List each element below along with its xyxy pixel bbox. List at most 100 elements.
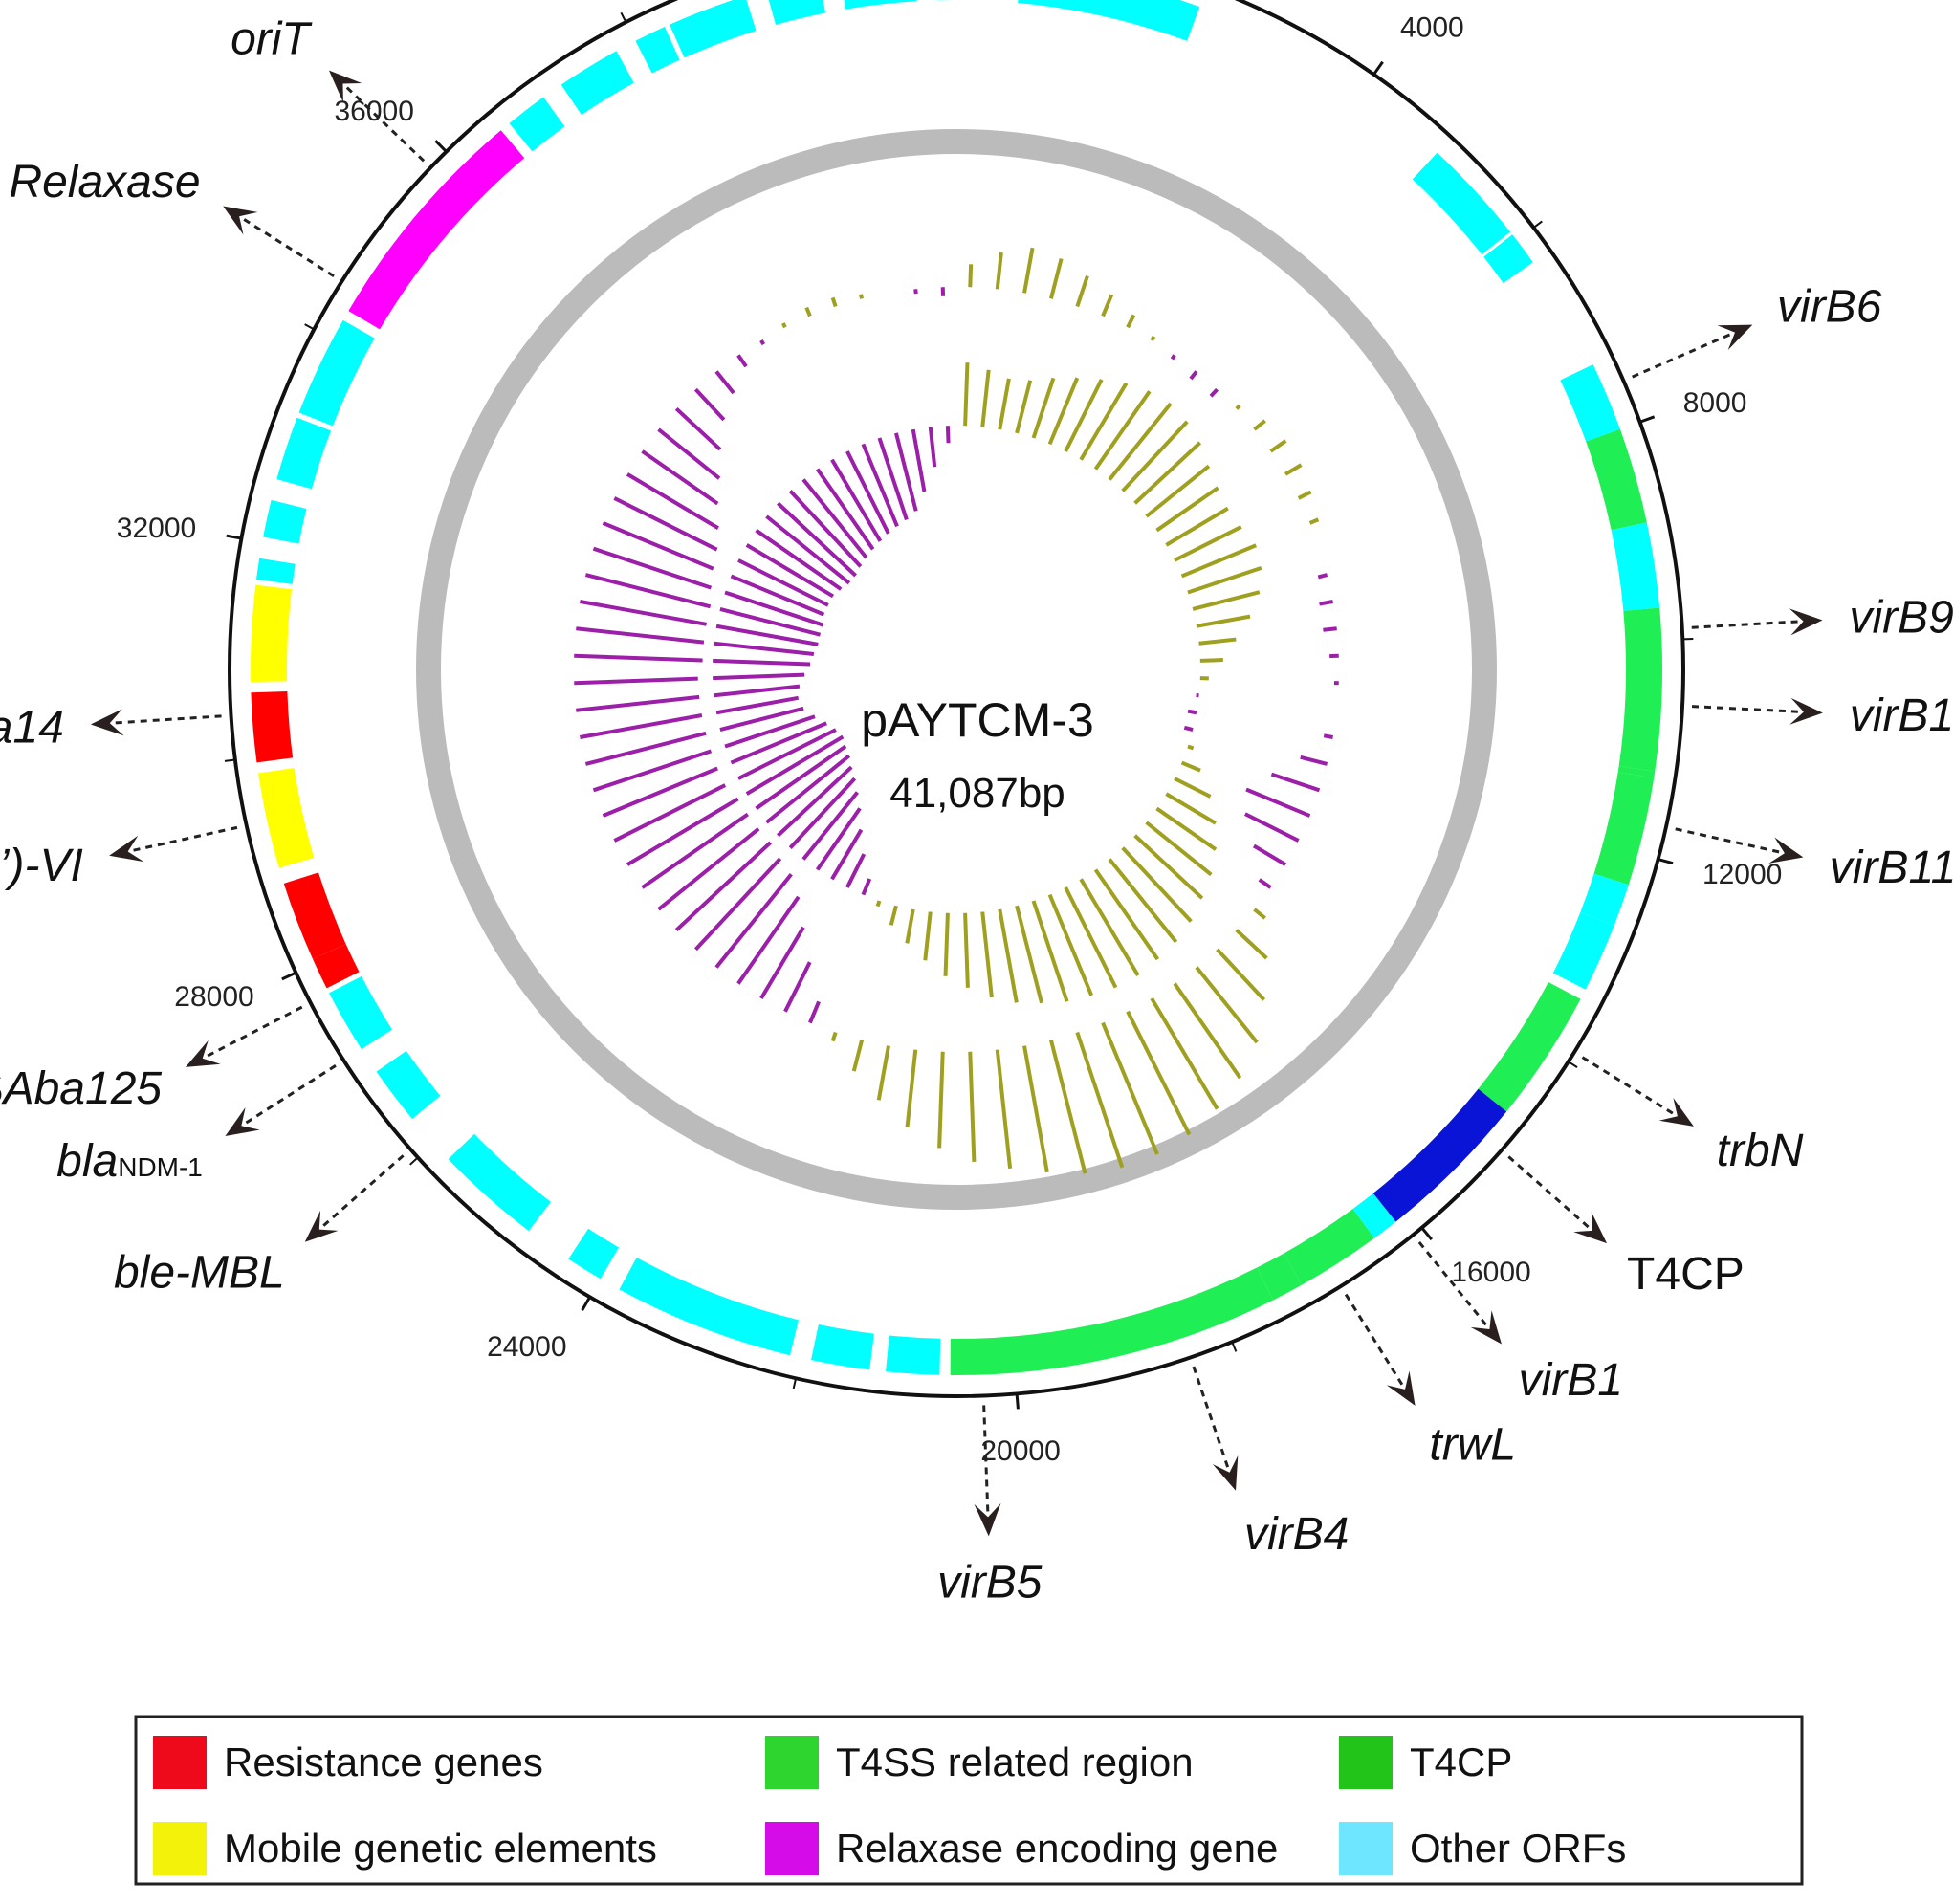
gene-label-trwl: trwL xyxy=(1429,1420,1516,1471)
gc-outer-bar xyxy=(879,1046,889,1101)
gc-inner-bar xyxy=(1050,895,1092,996)
gc-inner-bar xyxy=(1135,443,1200,503)
gc-outer-bar xyxy=(1301,757,1328,764)
minor-tick xyxy=(1569,1061,1577,1067)
gc-outer-bar xyxy=(833,1033,836,1041)
gc-outer-bar xyxy=(998,1050,1010,1169)
plasmid-length: 41,087bp xyxy=(889,770,1065,817)
feature-other-30 xyxy=(256,558,296,584)
gc-outer-bar xyxy=(915,289,916,294)
gc-inner-bar xyxy=(863,879,869,895)
feature-t4cp-12 xyxy=(1373,1089,1506,1222)
label-arrowhead-10 xyxy=(1213,1455,1239,1491)
feature-other-32 xyxy=(276,418,331,490)
gc-inner-bar xyxy=(1147,822,1212,875)
gc-outer-bar xyxy=(676,408,720,449)
gene-label-isaba14: ISAba14 xyxy=(0,703,64,754)
gc-outer-bar xyxy=(783,323,785,327)
gc-outer-bar xyxy=(642,451,717,504)
gc-inner-bar xyxy=(1017,906,1042,1003)
gc-outer-bar xyxy=(1260,880,1271,887)
legend-label-0: Resistance genes xyxy=(224,1740,543,1784)
gc-inner-bar xyxy=(725,716,815,746)
feature-other-0 xyxy=(1018,0,1199,41)
gc-inner-bar xyxy=(766,516,848,583)
label-pointer-2 xyxy=(1633,329,1743,377)
feature-mobile-29 xyxy=(251,585,292,682)
gc-inner-bar xyxy=(847,854,864,887)
gc-inner-bar xyxy=(1156,488,1218,530)
feature-t4ss-16 xyxy=(951,1268,1274,1375)
tick-label-28000: 28000 xyxy=(174,981,253,1013)
feature-other-20 xyxy=(568,1229,619,1280)
gc-outer-bar xyxy=(695,389,723,420)
label-arrowhead-15 xyxy=(225,1107,259,1136)
gc-outer-bar xyxy=(833,297,836,306)
gc-inner-bar xyxy=(1147,466,1209,516)
feature-t4ss-11 xyxy=(1479,982,1581,1111)
feature-other-35 xyxy=(509,98,564,152)
gene-label-aph-3-vi: aph(3’)-VI xyxy=(0,841,83,891)
minor-tick xyxy=(410,1157,418,1164)
label-arrowhead-8 xyxy=(1471,1310,1502,1344)
gc-outer-bar xyxy=(908,1050,916,1127)
gc-inner-bar xyxy=(965,362,967,426)
gc-outer-bar xyxy=(1271,775,1319,791)
tick-mark-32000 xyxy=(227,536,242,538)
gc-inner-bar xyxy=(965,913,968,988)
tick-mark-24000 xyxy=(582,1297,590,1310)
backbone-ring-group xyxy=(428,142,1484,1197)
gc-inner-bar xyxy=(891,906,896,925)
gc-inner-bar xyxy=(778,503,855,576)
gc-outer-bar xyxy=(1051,259,1062,299)
legend-swatch-0 xyxy=(153,1736,207,1789)
legend-swatch-2 xyxy=(1339,1736,1393,1789)
gene-label-virb4: virB4 xyxy=(1244,1509,1349,1560)
gene-label-virb6: virB6 xyxy=(1777,282,1882,333)
gc-outer-bar xyxy=(1024,1046,1047,1172)
gc-inner-bar xyxy=(1188,747,1194,749)
feature-other-19 xyxy=(619,1258,798,1355)
gc-outer-bar xyxy=(1128,1012,1189,1135)
gc-inner-bar xyxy=(1156,808,1216,849)
gc-inner-bar xyxy=(879,438,906,519)
gc-inner-bar xyxy=(1081,879,1138,975)
gc-inner-bar xyxy=(982,370,988,427)
gc-inner-bar xyxy=(982,912,992,997)
gc-inner-bar xyxy=(1109,404,1171,479)
gc-outer-bar xyxy=(1218,950,1264,1000)
legend-label-1: T4SS related region xyxy=(836,1740,1194,1784)
feature-other-5 xyxy=(1612,522,1660,611)
gc-inner-bar xyxy=(999,909,1017,1002)
gc-outer-bar xyxy=(998,252,1001,289)
minor-tick xyxy=(794,1378,796,1389)
label-arrowhead-6 xyxy=(1659,1098,1694,1127)
label-pointer-7 xyxy=(1508,1156,1598,1236)
gc-outer-bar xyxy=(1254,909,1264,918)
feature-other-21 xyxy=(449,1134,551,1231)
gene-label-virb1: virB1 xyxy=(1519,1355,1623,1406)
gc-outer-bar xyxy=(574,679,698,684)
gc-inner-bar xyxy=(1175,778,1211,797)
gc-inner-bar xyxy=(1123,422,1187,491)
label-pointer-10 xyxy=(1194,1367,1232,1479)
feature-other-39 xyxy=(766,0,825,25)
legend-label-4: Relaxase encoding gene xyxy=(836,1826,1278,1871)
legend-swatch-5 xyxy=(1339,1822,1393,1875)
feature-other-31 xyxy=(263,500,306,544)
gc-outer-bar xyxy=(627,474,718,528)
gc-inner-bar xyxy=(1034,378,1054,438)
tick-mark-8000 xyxy=(1640,417,1655,422)
tick-label-20000: 20000 xyxy=(980,1435,1060,1467)
legend-swatch-3 xyxy=(153,1822,207,1875)
minor-tick xyxy=(225,760,235,761)
feature-other-18 xyxy=(811,1324,874,1369)
gc-outer-bar xyxy=(576,628,704,642)
gc-outer-bar xyxy=(1245,814,1299,841)
tick-label-8000: 8000 xyxy=(1683,387,1747,419)
legend-label-2: T4CP xyxy=(1410,1740,1512,1784)
gc-inner-bar xyxy=(778,767,851,836)
gc-outer-bar xyxy=(716,372,734,393)
tick-mark-28000 xyxy=(282,973,296,979)
